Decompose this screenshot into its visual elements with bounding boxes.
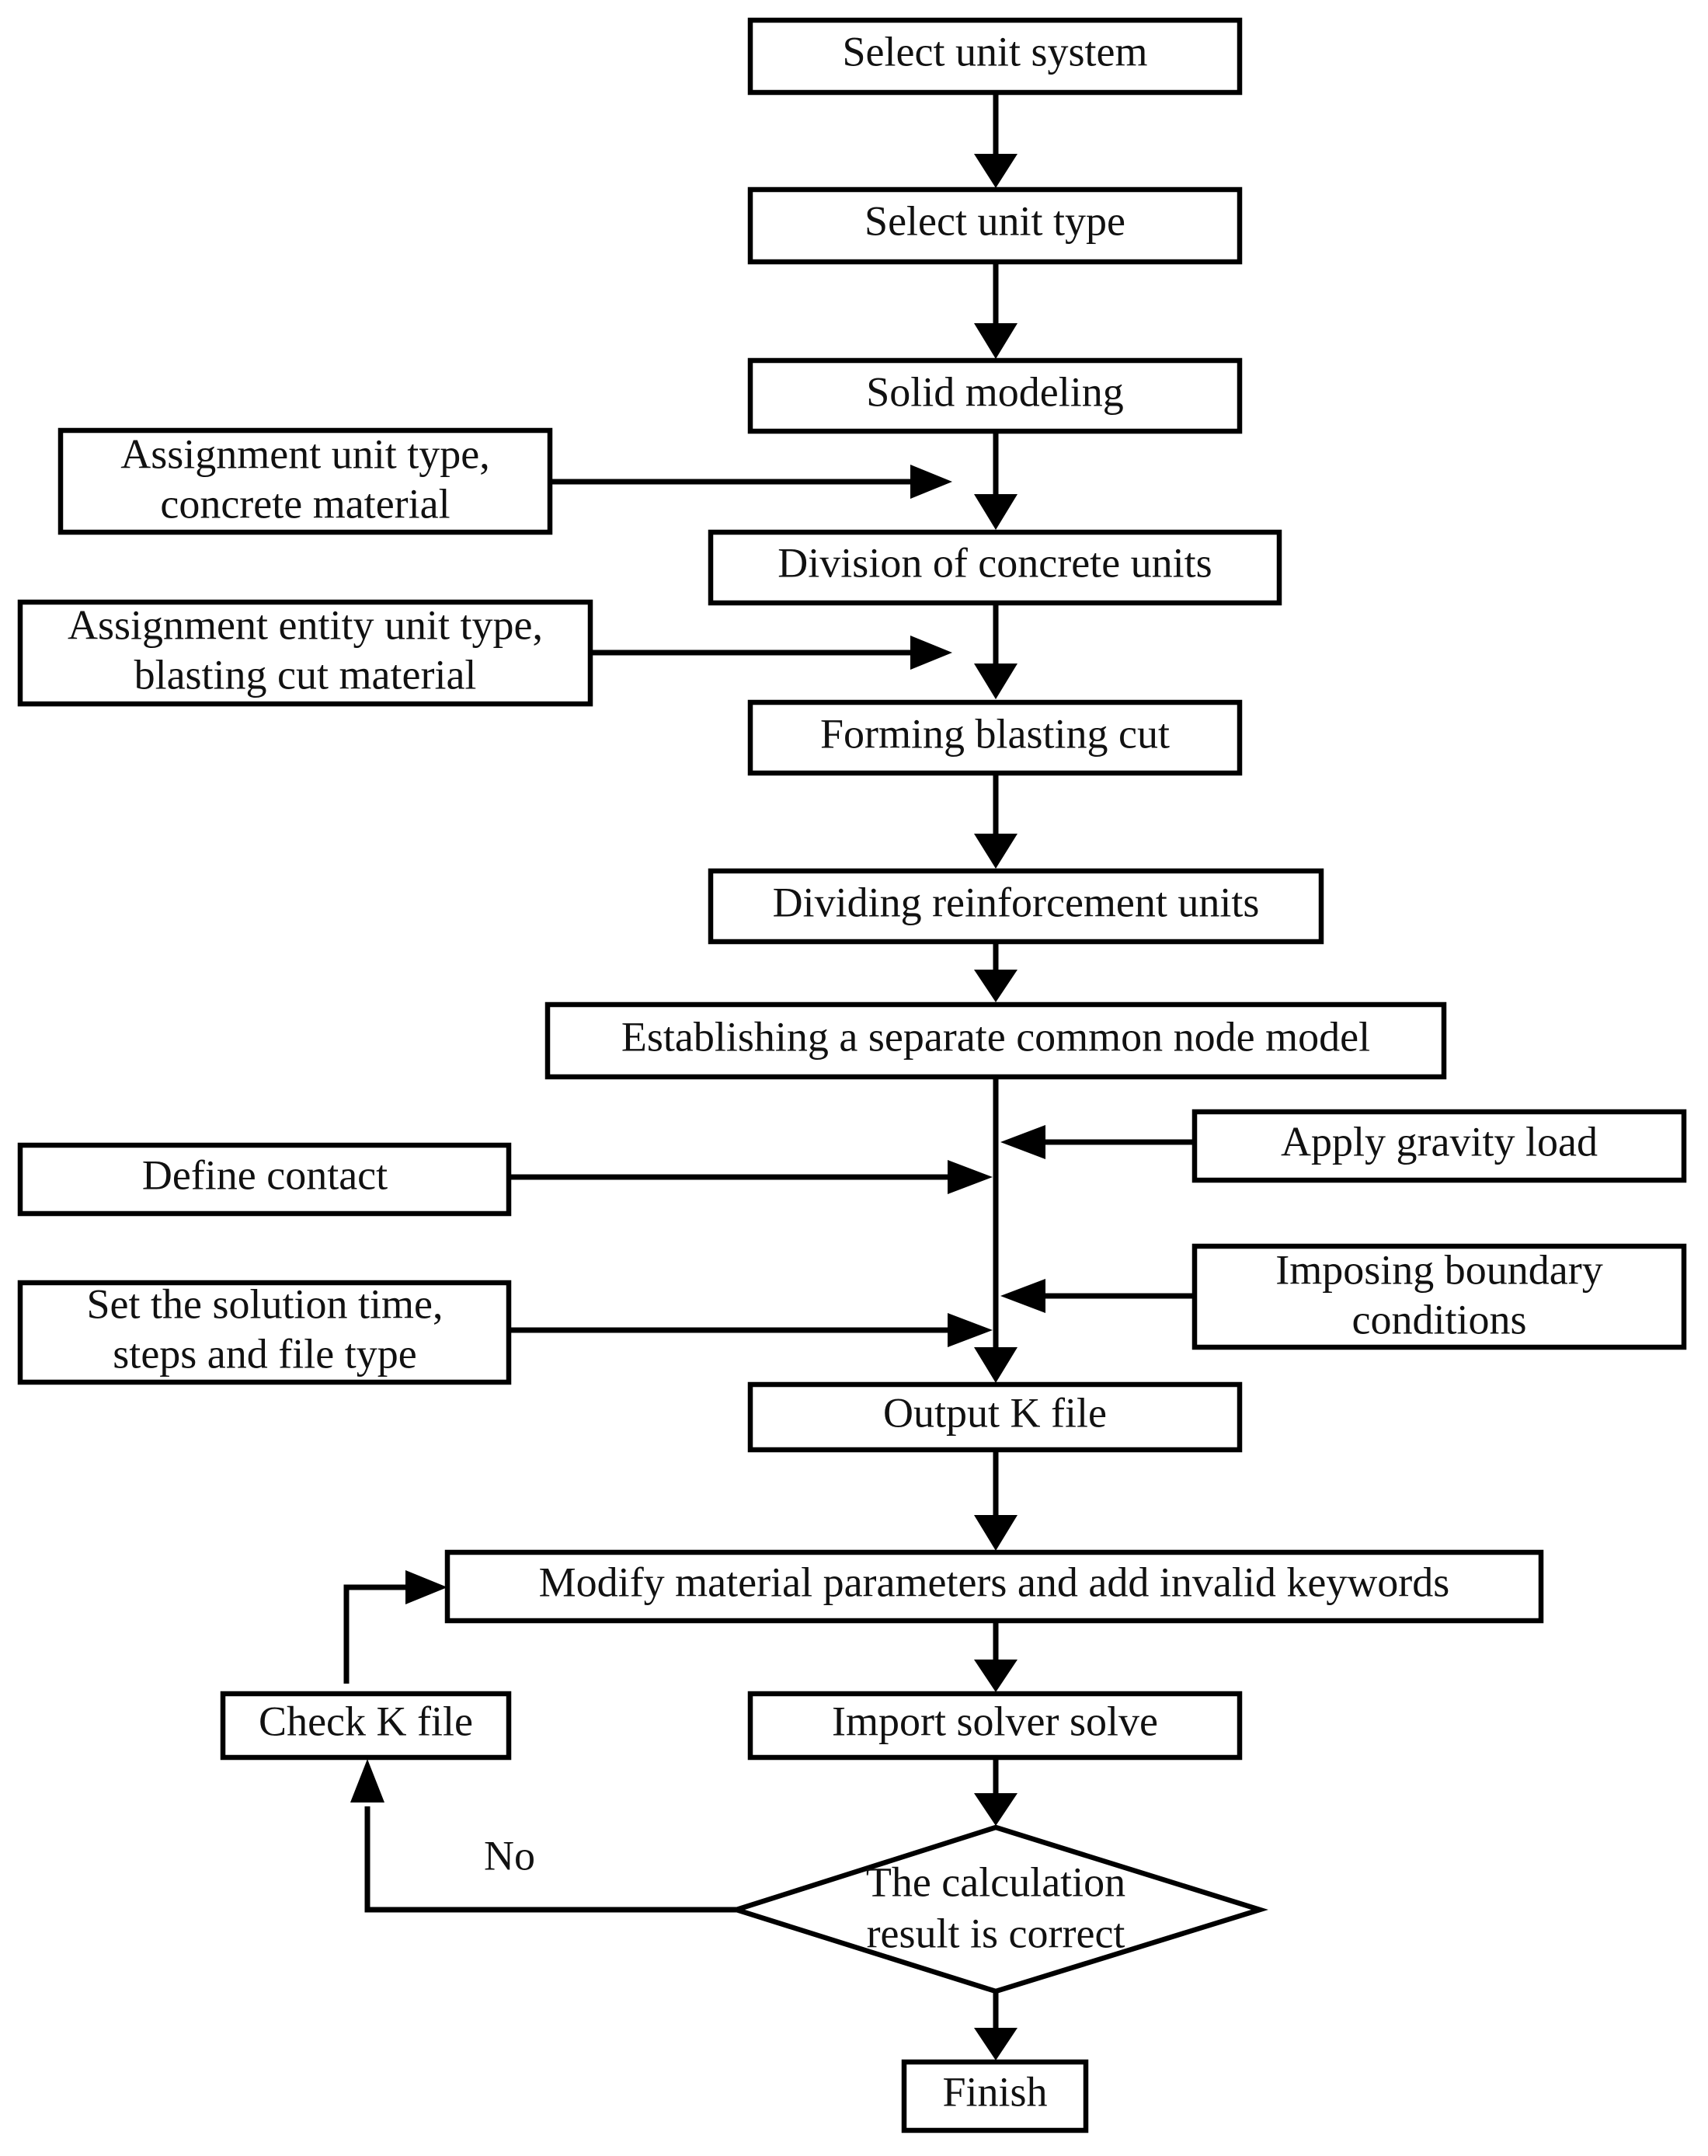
- input-label-line-2: blasting cut material: [134, 651, 477, 698]
- input-define-contact: Define contact: [17, 1142, 512, 1217]
- step-label: Select unit type: [864, 197, 1125, 244]
- arrowhead: [974, 1660, 1017, 1692]
- no-branch-label: No: [484, 1832, 535, 1879]
- step-label: Forming blasting cut: [820, 710, 1170, 757]
- arrowhead: [974, 154, 1017, 188]
- arrowhead: [974, 1793, 1017, 1826]
- decision-label-line-1: The calculation: [866, 1858, 1125, 1905]
- arrowhead: [910, 636, 952, 670]
- arrowhead: [974, 323, 1017, 359]
- arrowhead: [1000, 1125, 1045, 1159]
- step-solid-modeling: Solid modeling: [747, 357, 1243, 434]
- step-forming-blasting-cut: Forming blasting cut: [747, 699, 1243, 776]
- step-modify-material-parameters: Modify material parameters and add inval…: [444, 1549, 1544, 1624]
- arrowhead: [1000, 1279, 1045, 1313]
- step-label: Output K file: [883, 1389, 1107, 1436]
- step-label: Finish: [942, 2068, 1047, 2115]
- arrowhead: [350, 1759, 384, 1802]
- step-label: Select unit system: [843, 28, 1148, 75]
- step-output-k-file: Output K file: [747, 1381, 1243, 1453]
- step-common-node-model: Establishing a separate common node mode…: [544, 1001, 1447, 1080]
- input-apply-gravity-load: Apply gravity load: [1191, 1109, 1687, 1183]
- arrowhead: [974, 1347, 1017, 1383]
- input-label-line-1: Set the solution time,: [87, 1280, 444, 1327]
- input-label-line-2: steps and file type: [113, 1330, 416, 1377]
- input-label: Define contact: [142, 1151, 388, 1198]
- step-label: Modify material parameters and add inval…: [539, 1559, 1450, 1605]
- step-select-unit-type: Select unit type: [747, 186, 1243, 265]
- input-solution-time: Set the solution time, steps and file ty…: [17, 1280, 512, 1385]
- step-select-unit-system: Select unit system: [747, 17, 1243, 96]
- input-boundary-conditions: Imposing boundary conditions: [1191, 1243, 1687, 1350]
- connectors: [343, 93, 1195, 2060]
- input-label-line-1: Assignment unit type,: [120, 430, 489, 477]
- arrowhead: [974, 2028, 1017, 2060]
- input-label-line-2: concrete material: [160, 480, 450, 527]
- decision-label-line-2: result is correct: [867, 1910, 1125, 1956]
- input-label: Apply gravity load: [1281, 1118, 1598, 1165]
- input-label-line-1: Imposing boundary: [1275, 1246, 1602, 1293]
- step-label: Solid modeling: [866, 368, 1124, 415]
- step-import-solver-solve: Import solver solve: [747, 1691, 1243, 1761]
- arrowhead: [910, 465, 952, 499]
- arrow-decision-no: [364, 1806, 736, 1913]
- step-division-of-concrete-units: Division of concrete units: [708, 529, 1282, 606]
- arrowhead: [948, 1313, 993, 1347]
- step-label: Import solver solve: [832, 1698, 1158, 1744]
- arrowhead: [974, 494, 1017, 530]
- arrowhead: [974, 970, 1017, 1002]
- input-label-line-2: conditions: [1352, 1296, 1527, 1343]
- input-assign-concrete-material: Assignment unit type, concrete material: [57, 427, 553, 535]
- step-label: Division of concrete units: [777, 539, 1212, 586]
- arrowhead: [974, 1515, 1017, 1551]
- arrowhead: [974, 664, 1017, 699]
- arrowhead: [948, 1160, 993, 1194]
- arrowhead: [405, 1570, 447, 1604]
- step-finish: Finish: [901, 2059, 1089, 2133]
- arrowhead: [974, 834, 1017, 869]
- arrow-check-to-modify: [343, 1584, 412, 1684]
- input-label-line-1: Assignment entity unit type,: [68, 601, 543, 648]
- step-label: Establishing a separate common node mode…: [621, 1013, 1370, 1060]
- step-label: Check K file: [259, 1698, 473, 1744]
- input-assign-blasting-material: Assignment entity unit type, blasting cu…: [17, 599, 593, 707]
- step-dividing-reinforcement-units: Dividing reinforcement units: [708, 868, 1324, 945]
- decision-calculation-correct: The calculation result is correct: [728, 1824, 1268, 1994]
- step-check-k-file: Check K file: [220, 1691, 512, 1761]
- step-label: Dividing reinforcement units: [773, 879, 1260, 925]
